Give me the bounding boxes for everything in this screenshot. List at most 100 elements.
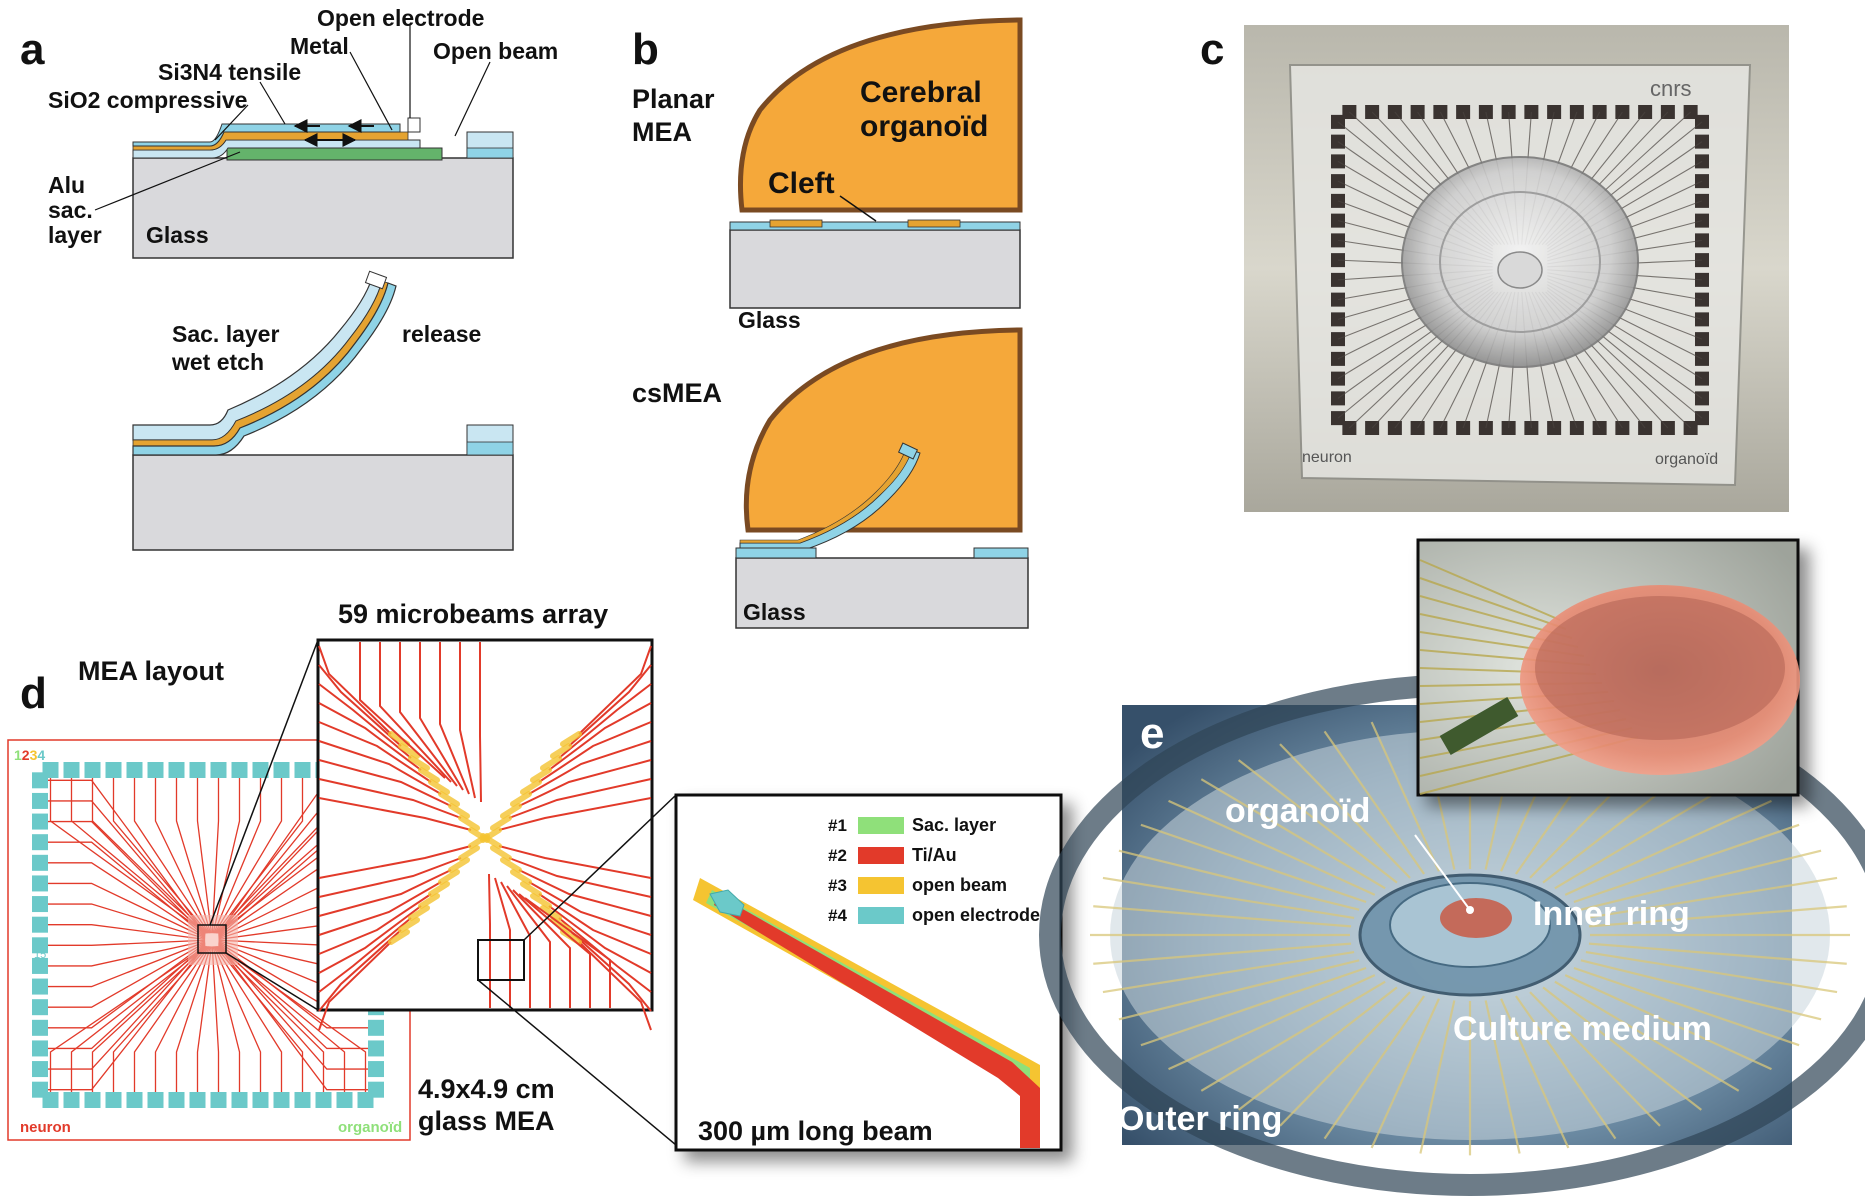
zoom-trace (498, 845, 652, 879)
zoom-line-4 (477, 979, 677, 1146)
mea-layout-title: MEA layout (78, 656, 224, 686)
label-glass-a: Glass (146, 222, 209, 248)
render-trace (1585, 950, 1838, 994)
dish-inner-wall (1439, 191, 1601, 333)
zoom-trace (318, 721, 432, 783)
chip-pad (105, 762, 122, 778)
zoom-trace (558, 683, 652, 759)
chip-pad (368, 1061, 384, 1078)
zoom-beam (438, 791, 460, 807)
render-trace (1419, 1000, 1456, 1154)
render-trace (1573, 823, 1800, 904)
render-trace (1140, 966, 1367, 1047)
zoom-beam (388, 731, 410, 747)
label-sio2: SiO2 compressive (48, 87, 247, 113)
panel-c: c cnrs neuron organoïd (1200, 25, 1789, 512)
render-trace (1370, 721, 1440, 872)
chip-pad (336, 1092, 353, 1108)
zoom-trace (548, 702, 652, 771)
chip-trace (40, 940, 206, 967)
render-trace (1168, 799, 1376, 896)
panel-e: e organoïd Inner ring Culture medium Out… (1039, 538, 1865, 1196)
zoom-box-beam (477, 939, 525, 981)
chip-pad (294, 762, 311, 778)
zoom-beam (510, 791, 532, 807)
render-trace (1237, 759, 1398, 884)
legend-label-1: Sac. layer (912, 815, 996, 835)
leader-organoid-e (1414, 834, 1471, 911)
insulator-csmea-right (973, 547, 1029, 559)
released-beam-si3n4 (132, 282, 397, 456)
zoom-trace (318, 857, 462, 898)
zoom-beam (398, 917, 420, 933)
chip-trace (40, 903, 206, 940)
render-trace (1140, 823, 1367, 904)
chip-pad (189, 762, 206, 778)
panel-a-letter: a (20, 25, 45, 74)
zoom-beam (550, 743, 572, 759)
zoom-trace (318, 869, 452, 917)
zoom-trace (318, 941, 392, 1031)
beam-tiau-layer (714, 895, 1040, 1148)
zoom-box-small (197, 924, 227, 954)
digit-1: 1 (14, 747, 22, 763)
render-trace (1554, 980, 1740, 1092)
electrode-planar-2 (907, 219, 961, 228)
chip-center-region (188, 915, 238, 965)
render-trace (1102, 950, 1355, 994)
chip-trace (40, 945, 206, 1091)
render-trace (1515, 995, 1617, 1140)
render-trace (1529, 991, 1661, 1127)
digit-4: 4 (37, 747, 45, 763)
chip-trace (216, 945, 346, 1100)
label-open-beam: Open beam (433, 38, 558, 64)
chip-trace (40, 820, 206, 936)
chip-pad (32, 1019, 48, 1036)
chip-trace (213, 770, 262, 934)
render-trace (1484, 1000, 1521, 1154)
zoom-beam (480, 833, 502, 849)
render-trace (1168, 974, 1376, 1071)
render-trace (1564, 974, 1772, 1071)
leader-si3n4 (259, 81, 286, 125)
legend-label-3: open beam (912, 875, 1007, 895)
chip-pad (63, 1092, 80, 1108)
label-inner-ring: Inner ring (1533, 895, 1690, 933)
zoom-trace (318, 917, 412, 993)
zoom-beam (490, 815, 512, 831)
zoom-beam (398, 743, 420, 759)
chip-trace (212, 946, 241, 1100)
chip-caption-neuron: neuron (20, 1119, 71, 1136)
zoom-beam (490, 845, 512, 861)
chip-pad (126, 1092, 143, 1108)
leader-alu (94, 151, 241, 211)
chip-pad (32, 834, 48, 851)
zoom-trace (518, 869, 652, 917)
render-trace (1585, 876, 1838, 920)
panel-b-letter: b (632, 25, 659, 74)
zoom-beam (418, 767, 440, 783)
chip-pad (32, 1061, 48, 1078)
digit-2: 2 (22, 747, 30, 763)
chip-trace (40, 942, 206, 1008)
zoom-trace (318, 683, 412, 759)
legend-swatch-3 (858, 877, 904, 894)
chip-pad (147, 762, 164, 778)
render-trace (1554, 778, 1740, 890)
chip-trace (218, 944, 376, 1070)
chip-pad (105, 1092, 122, 1108)
zoom-trace (318, 881, 442, 936)
zoom-trace (318, 929, 402, 1012)
chip-size-line-1: 4.9x4.9 cm (418, 1074, 555, 1104)
zoom-trace (578, 645, 652, 735)
label-glass-b-bottom: Glass (743, 599, 806, 625)
chip-trace (218, 945, 376, 1091)
chip-pad (32, 937, 48, 954)
chip-pad (32, 916, 48, 933)
chip-pad (231, 762, 248, 778)
chip-pad (32, 813, 48, 830)
render-trace (1542, 986, 1703, 1111)
zoom-trace (548, 905, 652, 974)
zoom-trace (318, 905, 422, 974)
